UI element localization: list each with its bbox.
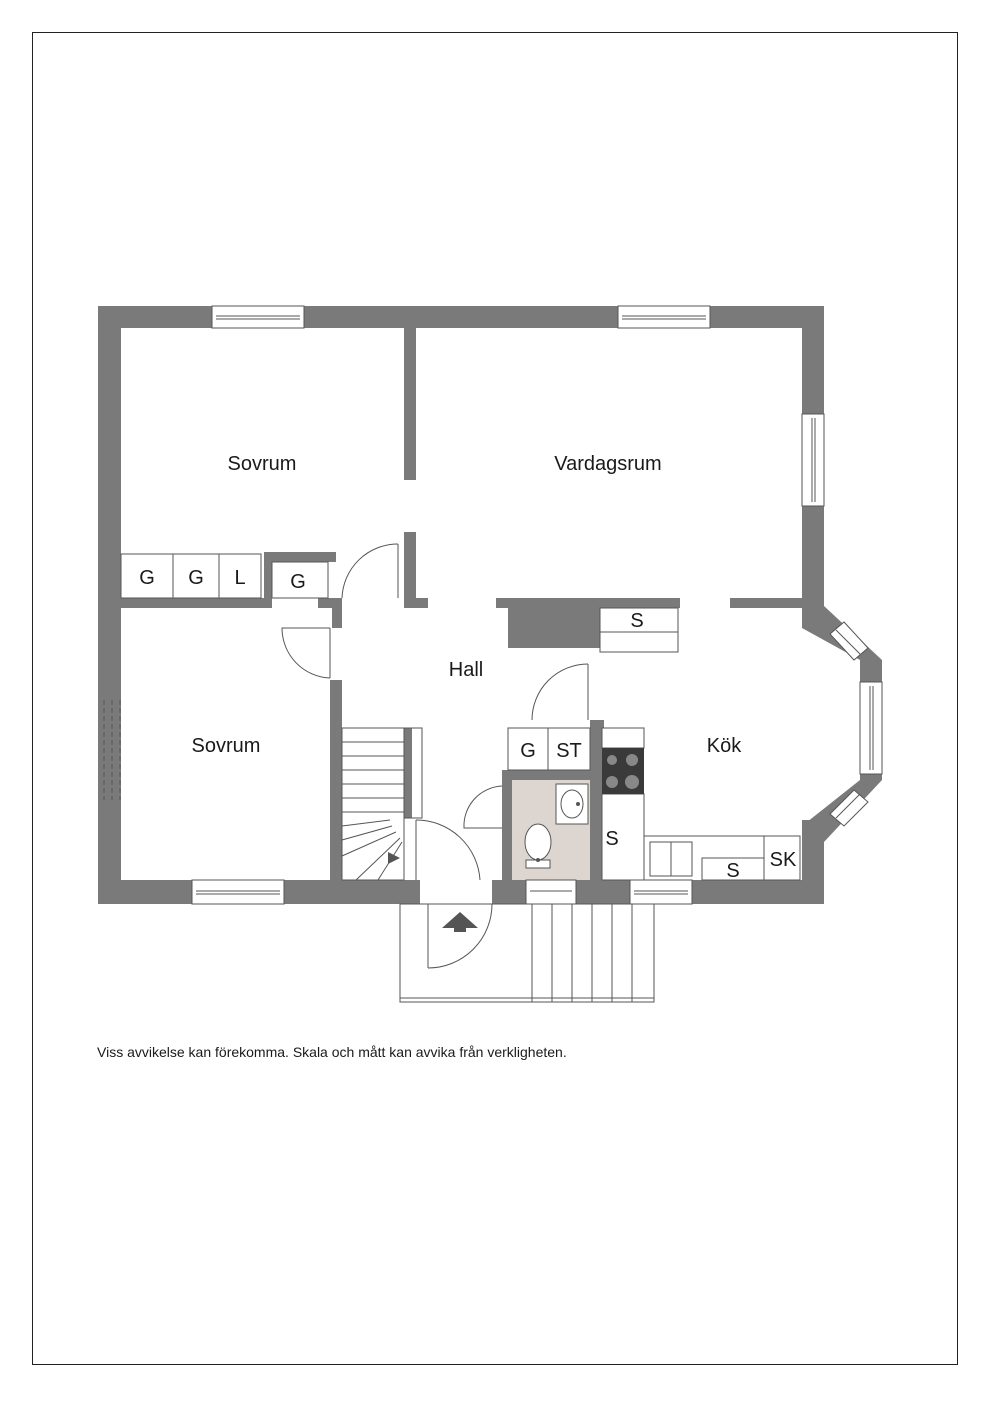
bay-windows (829, 621, 869, 827)
label-storage-st: ST (556, 740, 582, 762)
label-kitchen-s-left: S (605, 828, 618, 850)
label-hall-storage: S (630, 610, 643, 632)
stair-direction-arrow (388, 852, 400, 864)
sheet-border (32, 32, 958, 1365)
room-label-sovrum-top: Sovrum (228, 453, 297, 475)
bedroom-closets (120, 553, 329, 599)
west-window (103, 700, 121, 800)
windows (191, 305, 883, 905)
label-wardrobe-hall: G (290, 571, 306, 593)
kitchen-counters (601, 727, 801, 881)
label-wardrobe-bath: G (520, 740, 536, 762)
interior-walls (121, 328, 802, 880)
room-label-hall: Hall (449, 659, 483, 681)
label-kitchen-sk: SK (770, 849, 797, 871)
bath-closets (507, 727, 591, 771)
hall-storage (599, 607, 679, 653)
stove (602, 748, 644, 794)
label-wardrobe-2: G (188, 567, 204, 589)
label-wardrobe-1: G (139, 567, 155, 589)
doors (281, 543, 589, 969)
bathroom-fixtures (524, 783, 589, 869)
label-linen: L (234, 567, 245, 589)
disclaimer-text: Viss avvikelse kan förekomma. Skala och … (97, 1044, 567, 1060)
room-label-sovrum-bottom: Sovrum (192, 735, 261, 757)
room-label-kok: Kök (707, 735, 742, 757)
staircase (341, 727, 423, 881)
room-label-vardagsrum: Vardagsrum (554, 453, 661, 475)
entrance-platform (399, 903, 655, 1003)
label-kitchen-s-bottom: S (726, 860, 739, 882)
entrance-arrow-icon (442, 912, 478, 932)
